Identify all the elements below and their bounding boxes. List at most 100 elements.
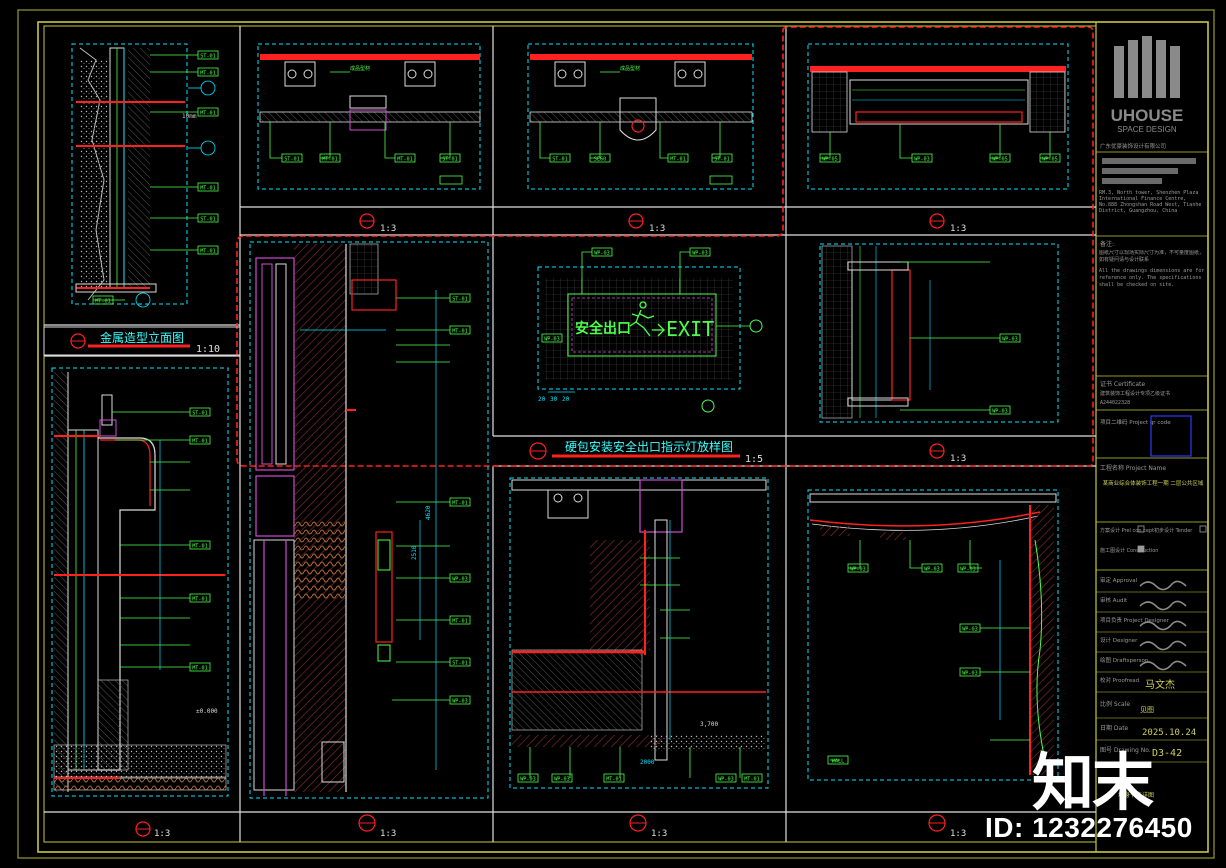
svg-text:2510: 2510 bbox=[411, 545, 418, 560]
material-tag-label: ST-01 bbox=[714, 156, 730, 162]
signature-row: 设计 Designer bbox=[1096, 636, 1208, 653]
material-tag-label: MT-01 bbox=[200, 185, 216, 191]
notes-cn: 图纸尺寸以现场实际尺寸为准，不可量度图纸，如有疑问请与设计联系 bbox=[1099, 250, 1205, 263]
svg-text:4620: 4620 bbox=[425, 505, 432, 520]
stage-checkbox[interactable] bbox=[1137, 525, 1145, 533]
stage-option-label: 施工图设计 Construction bbox=[1100, 547, 1158, 554]
section-right-scale: 1:3 bbox=[950, 829, 966, 839]
signature-role-label: 设计 Designer bbox=[1100, 636, 1138, 644]
material-tag: MT-01 bbox=[197, 182, 219, 192]
cert-no: A244022328 bbox=[1100, 400, 1130, 406]
material-tag: ST-01 bbox=[449, 293, 471, 303]
scale-label: 比例 Scale bbox=[1100, 700, 1130, 708]
material-tag: WP-03 bbox=[989, 405, 1011, 415]
material-tag-label: MT-01 bbox=[452, 328, 468, 334]
signature-row: 项目负责 Project Designer bbox=[1096, 616, 1208, 633]
svg-text:2000: 2000 bbox=[640, 759, 655, 766]
material-tag-label: MT-01 bbox=[200, 70, 216, 76]
handwritten-signature bbox=[1139, 620, 1187, 631]
cert-label: 证书 Certificate bbox=[1100, 380, 1145, 388]
handwritten-signature bbox=[1139, 600, 1187, 611]
material-tag-label: MT-01 bbox=[452, 618, 468, 624]
metal-elevation-scale: 1:10 bbox=[196, 344, 220, 355]
signature-row: 审定 Approval bbox=[1096, 576, 1208, 593]
material-tag: MT-01 bbox=[603, 773, 625, 783]
material-tag-label: MT-01 bbox=[744, 776, 760, 782]
material-tag: MT-01 bbox=[667, 153, 689, 163]
material-tag-label: MT-01 bbox=[200, 110, 216, 116]
material-tag: MT-01 bbox=[449, 497, 471, 507]
material-tag: MT-01 bbox=[189, 540, 211, 550]
material-tag-label: SE60 bbox=[594, 156, 607, 162]
material-tag-label: WP-03 bbox=[544, 336, 560, 342]
material-tag: MT-01 bbox=[197, 107, 219, 117]
panel-section-left: ±0.000 1:3 bbox=[51, 367, 229, 839]
material-tag: MT-01 bbox=[449, 615, 471, 625]
material-tag: WP-03 bbox=[957, 563, 979, 573]
section-left-scale: 1:3 bbox=[154, 829, 170, 839]
material-tag: WP-03 bbox=[517, 773, 539, 783]
scale-value: 见图 bbox=[1140, 706, 1154, 714]
material-tag: WP-03 bbox=[921, 563, 943, 573]
material-tag-label: WP-03 bbox=[554, 776, 570, 782]
material-tag: ST-01 bbox=[281, 153, 303, 163]
material-tag: WP-03 bbox=[591, 247, 613, 257]
signature-row: 绘图 Draftsperson bbox=[1096, 656, 1208, 673]
material-tag-label: MT-01 bbox=[192, 665, 208, 671]
dim-label: 10mm bbox=[182, 113, 197, 120]
brand-sub: SPACE DESIGN bbox=[1117, 125, 1177, 134]
material-tag-label: WP-03 bbox=[960, 566, 976, 572]
material-tag-label: WALL bbox=[832, 758, 845, 764]
material-tag-label: WP-03 bbox=[1002, 336, 1018, 342]
material-tag: WP-03 bbox=[959, 623, 981, 633]
material-tag: MT-01 bbox=[319, 153, 341, 163]
stage-option[interactable]: 初步设计 Tender bbox=[1154, 525, 1207, 534]
material-tag-label: ST-01 bbox=[452, 660, 468, 666]
stage-option[interactable]: 施工图设计 Construction bbox=[1100, 545, 1158, 554]
material-tag: WP-03 bbox=[551, 773, 573, 783]
material-tag: WP-03 bbox=[449, 573, 471, 583]
material-tag: MT-01 bbox=[197, 245, 219, 255]
material-tag: ST-01 bbox=[439, 153, 461, 163]
material-tag-label: WP-03 bbox=[992, 408, 1008, 414]
stage-checkbox[interactable] bbox=[1137, 545, 1145, 553]
signature-role-label: 绘图 Draftsperson bbox=[1100, 656, 1149, 664]
material-tag-label: MT-01 bbox=[397, 156, 413, 162]
material-tag: WP-05 bbox=[989, 153, 1011, 163]
material-tag: WP-03 bbox=[449, 695, 471, 705]
panel-detail-b: 成品型材 1:3 bbox=[257, 43, 481, 234]
signature-role-label: 审定 Approval bbox=[1100, 576, 1138, 584]
exit-sign-en: EXIT bbox=[666, 317, 714, 341]
material-tag: WP-03 bbox=[911, 153, 933, 163]
material-tag-label: MT-01 bbox=[322, 156, 338, 162]
material-tag-label: ST-01 bbox=[452, 296, 468, 302]
material-tag-label: WP-05 bbox=[1042, 156, 1058, 162]
svg-text:成品型材: 成品型材 bbox=[350, 65, 370, 72]
material-tag-label: WP-03 bbox=[924, 566, 940, 572]
svg-text:20: 20 bbox=[562, 396, 570, 403]
material-tag-label: MT-01 bbox=[192, 596, 208, 602]
sheet-frame bbox=[17, 9, 1215, 859]
material-tag-label: WP-03 bbox=[850, 566, 866, 572]
panel-section-lower-mid: 3,700 2000 1:3 bbox=[509, 477, 769, 839]
detail-c-scale: 1:3 bbox=[649, 224, 665, 234]
panel-exit-sign: 安全出口 EXIT 20 30 20 硬包安装安全出口指示灯放样图 1:5 bbox=[529, 251, 763, 465]
stage-checkbox[interactable] bbox=[1199, 525, 1207, 533]
material-tag-label: WP-03 bbox=[692, 250, 708, 256]
material-tag: SE60 bbox=[589, 153, 611, 163]
panel-detail-e: 1:3 bbox=[819, 243, 1059, 464]
material-tag: MT-01 bbox=[92, 295, 114, 305]
material-tag-label: WP-05 bbox=[822, 156, 838, 162]
stage-option[interactable]: 方案设计 Prel con cept bbox=[1100, 525, 1154, 534]
material-tag-label: WP-03 bbox=[718, 776, 734, 782]
material-tag-label: WP-05 bbox=[992, 156, 1008, 162]
material-tag-label: MT-01 bbox=[192, 438, 208, 444]
signature-role-label: 项目负责 Project Designer bbox=[1100, 616, 1170, 624]
date-value: 2025.10.24 bbox=[1142, 728, 1196, 738]
material-tag: WP-03 bbox=[847, 563, 869, 573]
material-tag-label: WP-03 bbox=[962, 670, 978, 676]
panel-detail-d: 1:3 bbox=[807, 43, 1069, 234]
material-tag-label: MT-01 bbox=[95, 298, 111, 304]
